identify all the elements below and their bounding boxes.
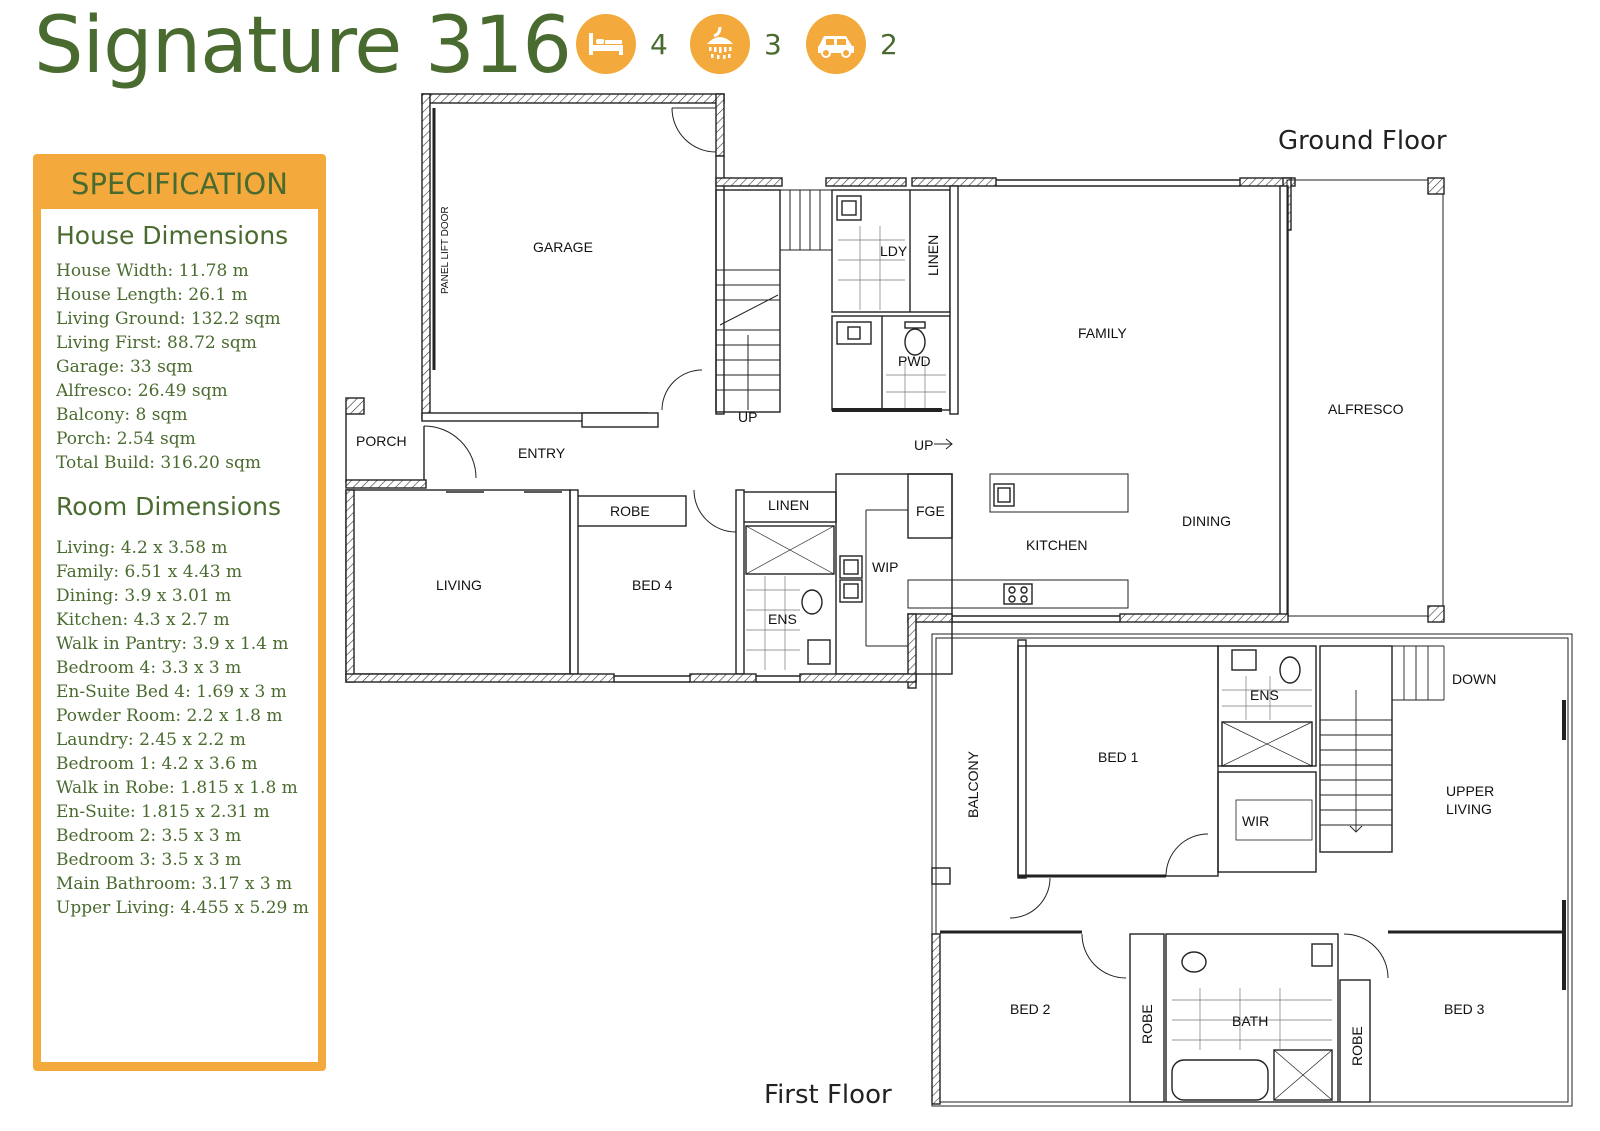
panel-lift-door-label: PANEL LIFT DOOR bbox=[440, 206, 451, 294]
room-dim-line: Powder Room: 2.2 x 1.8 m bbox=[56, 706, 283, 726]
room-label-wip: WIP bbox=[872, 559, 898, 575]
room-label-upper-living-2: LIVING bbox=[1446, 801, 1492, 817]
room-label-ens: ENS bbox=[768, 611, 797, 627]
room-dim-line: Walk in Pantry: 3.9 x 1.4 m bbox=[56, 634, 289, 654]
room-label-linen-2: LINEN bbox=[925, 235, 941, 276]
room-label-family: FAMILY bbox=[1078, 325, 1127, 341]
garage-count-value: 2 bbox=[880, 27, 898, 61]
stair-up-label: UP bbox=[738, 409, 757, 425]
first-floor-label: First Floor bbox=[764, 1080, 892, 1110]
room-label-balcony: BALCONY bbox=[965, 750, 981, 818]
room-label-dining: DINING bbox=[1182, 513, 1231, 529]
bathroom-count-value: 3 bbox=[764, 27, 782, 61]
room-dim-line: Main Bathroom: 3.17 x 3 m bbox=[56, 874, 293, 894]
ground-floor-labels: GARAGE PANEL LIFT DOOR PORCH ENTRY LIVIN… bbox=[356, 206, 1404, 627]
room-label-bed4: BED 4 bbox=[632, 577, 673, 593]
room-label-bath: BATH bbox=[1232, 1013, 1268, 1029]
room-label-living: LIVING bbox=[436, 577, 482, 593]
stair-down-label: DOWN bbox=[1452, 671, 1496, 687]
house-dim-line: Balcony: 8 sqm bbox=[56, 405, 188, 425]
room-dim-line: Family: 6.51 x 4.43 m bbox=[56, 562, 243, 582]
house-dim-line: House Width: 11.78 m bbox=[56, 261, 249, 281]
house-dim-line: Porch: 2.54 sqm bbox=[56, 429, 196, 449]
room-label-porch: PORCH bbox=[356, 433, 407, 449]
room-label-bed3: BED 3 bbox=[1444, 1001, 1485, 1017]
room-label-pwd: PWD bbox=[898, 353, 931, 369]
room-label-robe-bed3: ROBE bbox=[1349, 1026, 1365, 1066]
house-dim-line: Total Build: 316.20 sqm bbox=[56, 453, 262, 473]
room-dim-line: Bedroom 4: 3.3 x 3 m bbox=[56, 658, 242, 678]
bathroom-count: 3 bbox=[690, 14, 782, 74]
room-label-fge: FGE bbox=[916, 503, 945, 519]
house-dim-line: Alfresco: 26.49 sqm bbox=[56, 381, 228, 401]
room-label-bed2: BED 2 bbox=[1010, 1001, 1051, 1017]
room-label-garage: GARAGE bbox=[533, 239, 593, 255]
shower-icon bbox=[690, 14, 750, 74]
bedroom-count-value: 4 bbox=[650, 27, 668, 61]
room-dim-line: En-Suite Bed 4: 1.69 x 3 m bbox=[56, 682, 287, 702]
room-dim-line: Kitchen: 4.3 x 2.7 m bbox=[56, 610, 230, 630]
first-floor-plan bbox=[931, 633, 1573, 1107]
house-dim-line: House Length: 26.1 m bbox=[56, 285, 248, 305]
room-dim-line: Bedroom 2: 3.5 x 3 m bbox=[56, 826, 242, 846]
room-label-kitchen: KITCHEN bbox=[1026, 537, 1087, 553]
room-dim-line: Bedroom 1: 4.2 x 3.6 m bbox=[56, 754, 258, 774]
specification-body: House Dimensions House Width: 11.78 m Ho… bbox=[41, 209, 318, 1062]
page-title: Signature 316 bbox=[34, 1, 572, 91]
room-label-ldy: LDY bbox=[880, 243, 908, 259]
room-label-entry: ENTRY bbox=[518, 445, 566, 461]
room-dim-line: En-Suite: 1.815 x 2.31 m bbox=[56, 802, 270, 822]
room-dim-line: Walk in Robe: 1.815 x 1.8 m bbox=[56, 778, 298, 798]
room-dimensions-heading: Room Dimensions bbox=[56, 492, 282, 521]
room-label-upper-living: UPPER bbox=[1446, 783, 1494, 799]
house-dim-line: Living Ground: 132.2 sqm bbox=[56, 309, 281, 329]
garage-count: 2 bbox=[806, 14, 898, 74]
stair-up-label-2: UP bbox=[914, 437, 933, 453]
room-dim-line: Bedroom 3: 3.5 x 3 m bbox=[56, 850, 242, 870]
house-dim-line: Garage: 33 sqm bbox=[56, 357, 193, 377]
room-dim-line: Dining: 3.9 x 3.01 m bbox=[56, 586, 232, 606]
house-dimensions-heading: House Dimensions bbox=[56, 221, 289, 250]
room-label-robe: ROBE bbox=[610, 503, 650, 519]
specification-heading: SPECIFICATION bbox=[71, 167, 288, 201]
room-label-linen: LINEN bbox=[768, 497, 809, 513]
room-dim-line: Living: 4.2 x 3.58 m bbox=[56, 538, 228, 558]
room-dim-line: Laundry: 2.45 x 2.2 m bbox=[56, 730, 246, 750]
bedroom-count: 4 bbox=[576, 14, 668, 74]
room-dim-line: Upper Living: 4.455 x 5.29 m bbox=[56, 898, 309, 918]
ground-floor-label: Ground Floor bbox=[1278, 126, 1447, 156]
specification-panel: SPECIFICATION House Dimensions House Wid… bbox=[33, 154, 326, 1071]
room-label-bed1: BED 1 bbox=[1098, 749, 1139, 765]
house-dim-line: Living First: 88.72 sqm bbox=[56, 333, 257, 353]
room-label-wir: WIR bbox=[1242, 813, 1269, 829]
car-icon bbox=[806, 14, 866, 74]
bed-icon bbox=[576, 14, 636, 74]
room-label-alfresco: ALFRESCO bbox=[1328, 401, 1404, 417]
room-label-robe-bed2: ROBE bbox=[1139, 1004, 1155, 1044]
ground-floor-plan bbox=[345, 93, 1445, 689]
room-label-ens-upper: ENS bbox=[1250, 687, 1279, 703]
first-floor-labels: BALCONY BED 1 ENS WIR DOWN UPPER LIVING … bbox=[965, 671, 1496, 1066]
